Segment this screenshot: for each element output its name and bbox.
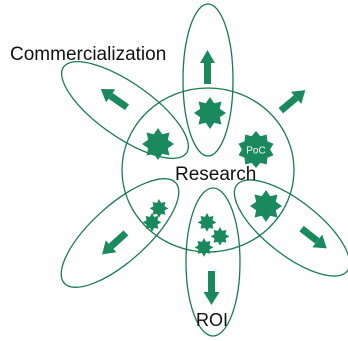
roi-label: ROI — [196, 310, 229, 330]
star-burst-icon — [149, 199, 169, 218]
arrow-lower-right-icon — [299, 225, 327, 249]
research-label: Research — [175, 164, 257, 185]
star-burst-icon — [194, 238, 214, 257]
star-burst-icon — [194, 97, 226, 129]
commercialization-label: Commercialization — [10, 44, 167, 65]
arrow-lower-left-icon — [102, 230, 129, 255]
arrow-upper-left-icon — [100, 88, 130, 111]
arrow-upper-right-icon — [278, 90, 306, 114]
star-burst-icon — [250, 190, 282, 222]
petal-top — [182, 3, 234, 157]
star-burst-icon — [210, 227, 230, 246]
petal-upper-left — [60, 60, 190, 160]
poc-badge-icon — [238, 131, 274, 168]
star-burst-icon — [142, 128, 174, 160]
arrow-down-icon — [203, 271, 220, 305]
petal-lower-right — [233, 179, 348, 277]
petal-lower-left — [60, 178, 180, 288]
star-burst-icon — [197, 213, 217, 232]
arrow-up-icon — [200, 50, 215, 84]
petal-bottom — [185, 187, 241, 337]
star-burst-icon — [142, 213, 162, 232]
poc-label: PoC — [246, 146, 265, 157]
